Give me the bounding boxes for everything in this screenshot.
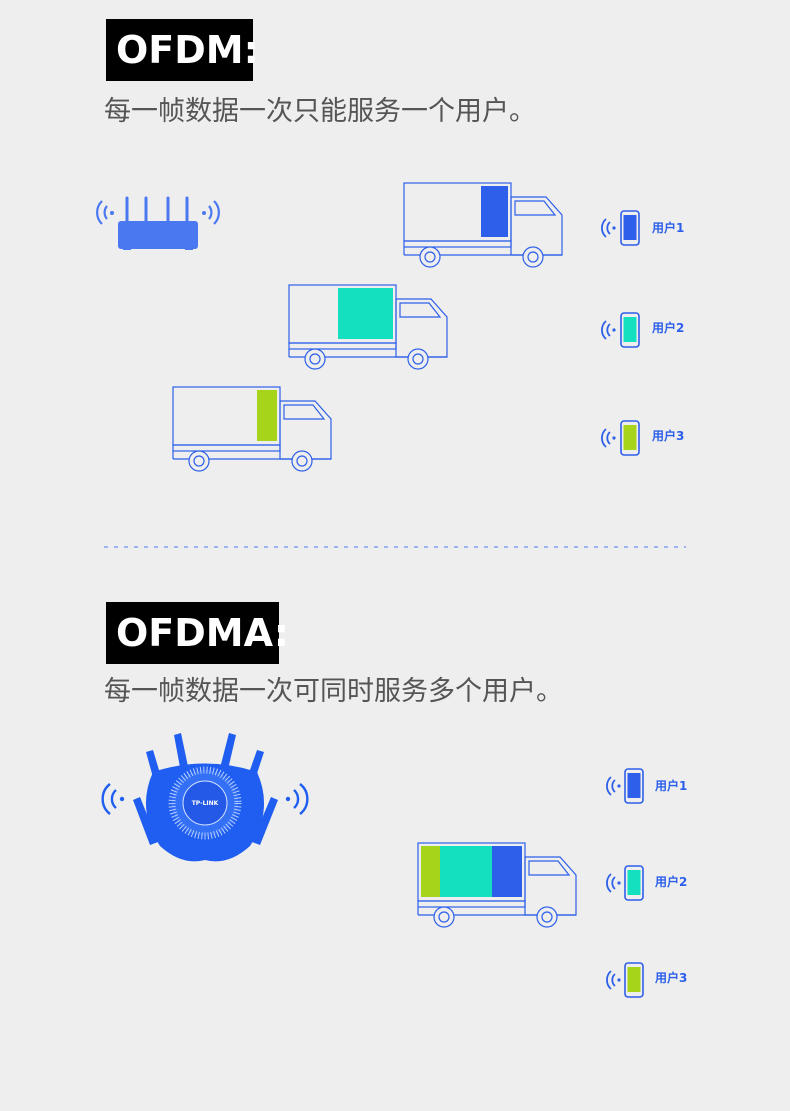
router-logo: TP-LINK (192, 800, 219, 807)
phone-user2: 用户2 (601, 312, 684, 348)
ofdma-phone-user2-label: 用户2 (654, 874, 687, 889)
phone-user2-label: 用户2 (651, 320, 684, 335)
ofdm-heading: OFDM: (106, 19, 259, 81)
phone-user3-label: 用户3 (651, 428, 684, 443)
wifi6-router-icon: TP-LINK (101, 733, 309, 862)
phone-user1: 用户1 (601, 210, 684, 246)
ofdma-phone-user2: 用户2 (606, 865, 687, 901)
phone-user3: 用户3 (601, 420, 684, 456)
phone-user1-label: 用户1 (651, 220, 684, 235)
truck-user1 (403, 182, 563, 268)
ofdma-phone-user3: 用户3 (606, 962, 687, 998)
ofdma-phone-user1: 用户1 (606, 768, 687, 804)
ofdma-phone-user3-label: 用户3 (654, 970, 687, 985)
truck-user3 (172, 386, 332, 472)
ofdma-heading: OFDMA: (106, 602, 289, 664)
truck-all-users (417, 842, 577, 928)
ofdma-phone-user1-label: 用户1 (654, 778, 687, 793)
router-icon (96, 196, 220, 250)
ofdma-subtitle: 每一帧数据一次可同时服务多个用户。 (104, 676, 563, 707)
truck-user2 (288, 284, 448, 370)
ofdm-subtitle: 每一帧数据一次只能服务一个用户。 (104, 96, 536, 127)
